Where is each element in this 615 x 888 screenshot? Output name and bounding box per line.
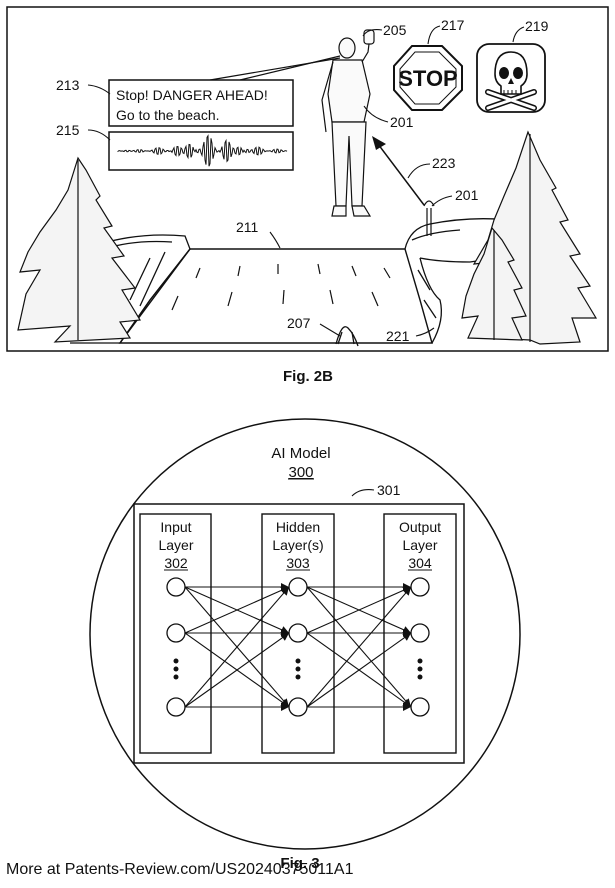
ref-201-person: 201	[390, 114, 414, 130]
speech-pointer	[209, 55, 341, 81]
right-cliff	[404, 218, 511, 344]
ref-213: 213	[56, 77, 80, 93]
speech-line-2: Go to the beach.	[116, 107, 220, 123]
small-figure-207	[335, 326, 359, 347]
input-layer-line2: Layer	[158, 537, 193, 553]
ref-215: 215	[56, 122, 80, 138]
input-node-2	[166, 697, 186, 717]
ref-221: 221	[386, 328, 410, 344]
nodes	[166, 577, 430, 717]
pine-tree-right-small	[461, 226, 527, 341]
pine-tree-left	[17, 156, 142, 343]
arrow-223	[372, 136, 425, 206]
ref-223: 223	[432, 155, 456, 171]
output-layer-line2: Layer	[402, 537, 437, 553]
ref-219: 219	[525, 18, 549, 34]
ref-207: 207	[287, 315, 311, 331]
model-circle	[89, 418, 521, 850]
input-node-0	[166, 577, 186, 597]
connection-1-2-0	[306, 587, 411, 708]
ref-217: 217	[441, 17, 465, 33]
leader-301	[351, 489, 375, 497]
hidden-node-2	[288, 697, 308, 717]
connection-0-2-1	[184, 633, 290, 708]
output-node-0	[410, 577, 430, 597]
speech-line-1: Stop! DANGER AHEAD!	[116, 87, 268, 103]
fig-2b-frame	[6, 6, 609, 352]
model-title: AI Model	[271, 445, 330, 462]
output-layer-line1: Output	[399, 519, 441, 535]
ref-205: 205	[383, 22, 407, 38]
input-layer-number: 302	[164, 555, 188, 571]
leader-lines	[87, 25, 525, 337]
input-layer-line1: Input	[160, 519, 191, 535]
ellipsis-dots	[173, 658, 423, 680]
connection-0-1-0	[184, 586, 290, 634]
fig-2b-caption: Fig. 2B	[283, 368, 333, 385]
hidden-node-1	[288, 623, 308, 643]
hidden-layer-number: 303	[286, 555, 310, 571]
person-figure	[321, 29, 375, 217]
waveform	[117, 134, 288, 167]
audio-waveform-box	[108, 131, 294, 171]
hidden-layer-line2: Layer(s)	[272, 537, 323, 553]
output-node-2	[410, 697, 430, 717]
input-node-1	[166, 623, 186, 643]
connections	[184, 583, 412, 711]
hidden-layer-line1: Hidden	[276, 519, 320, 535]
footer-source-text: More at Patents-Review.com/US20240375011…	[6, 861, 354, 878]
ref-301: 301	[377, 482, 401, 498]
stop-sign-text: STOP	[398, 66, 458, 91]
connection-1-1-0	[306, 586, 412, 634]
fig-2b-scene: Stop! DANGER AHEAD! Go to the beach. STO…	[6, 6, 609, 352]
skull-crossbones-icon	[476, 43, 546, 113]
ref-201-small: 201	[455, 187, 479, 203]
hidden-node-0	[288, 577, 308, 597]
ref-211: 211	[236, 219, 259, 235]
output-layer-number: 304	[408, 555, 432, 571]
fig-3-caption: Fig. 3	[280, 855, 319, 872]
fig-3-diagram: AI Model 300 301 Input Layer 302 Hidden …	[89, 418, 521, 850]
speech-box: Stop! DANGER AHEAD! Go to the beach.	[108, 79, 294, 127]
output-node-1	[410, 623, 430, 643]
stop-sign-icon: STOP	[393, 45, 463, 111]
model-number: 300	[288, 464, 313, 481]
network-frame-301	[133, 503, 465, 764]
connection-0-2-0	[184, 587, 289, 708]
connection-1-2-1	[306, 633, 412, 708]
